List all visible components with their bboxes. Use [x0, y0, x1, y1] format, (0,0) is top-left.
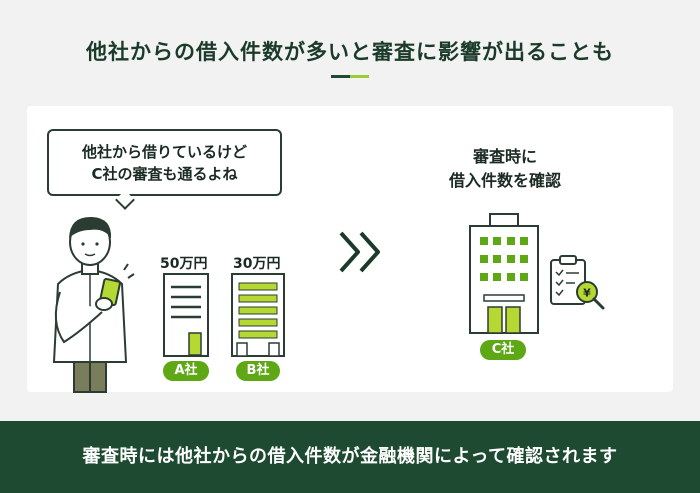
speech-bubble-line2: C社の審査も通るよね: [91, 165, 238, 183]
double-chevron-right-icon: [339, 231, 380, 273]
company-c-badge: C社: [480, 340, 526, 360]
person-with-phone-icon: [52, 216, 135, 393]
company-b-amount: 30万円: [233, 256, 281, 272]
company-a-document-icon: [163, 273, 209, 357]
check-line1: 審査時に: [472, 147, 537, 166]
company-a-amount: 50万円: [160, 256, 208, 272]
company-b-badge: B社: [236, 361, 280, 381]
speech-bubble-line1: 他社から借りているけど: [81, 143, 247, 161]
check-line2: 借入件数を確認: [448, 171, 561, 190]
check-description: 審査時に 借入件数を確認: [420, 145, 590, 193]
company-c-building-icon: [469, 213, 539, 334]
svg-text:¥: ¥: [583, 287, 591, 300]
page-title: 他社からの借入件数が多いと審査に影響が出ることも: [86, 40, 614, 64]
company-b-building-icon: [231, 273, 285, 357]
speech-bubble: 他社から借りているけど C社の審査も通るよね: [47, 129, 282, 196]
clipboard-yen-magnifier-icon: ¥: [550, 255, 605, 310]
footer-summary: 審査時には他社からの借入件数が金融機関によって確認されます: [0, 421, 700, 493]
title-underline: [331, 75, 369, 78]
company-a-badge: A社: [163, 361, 209, 381]
